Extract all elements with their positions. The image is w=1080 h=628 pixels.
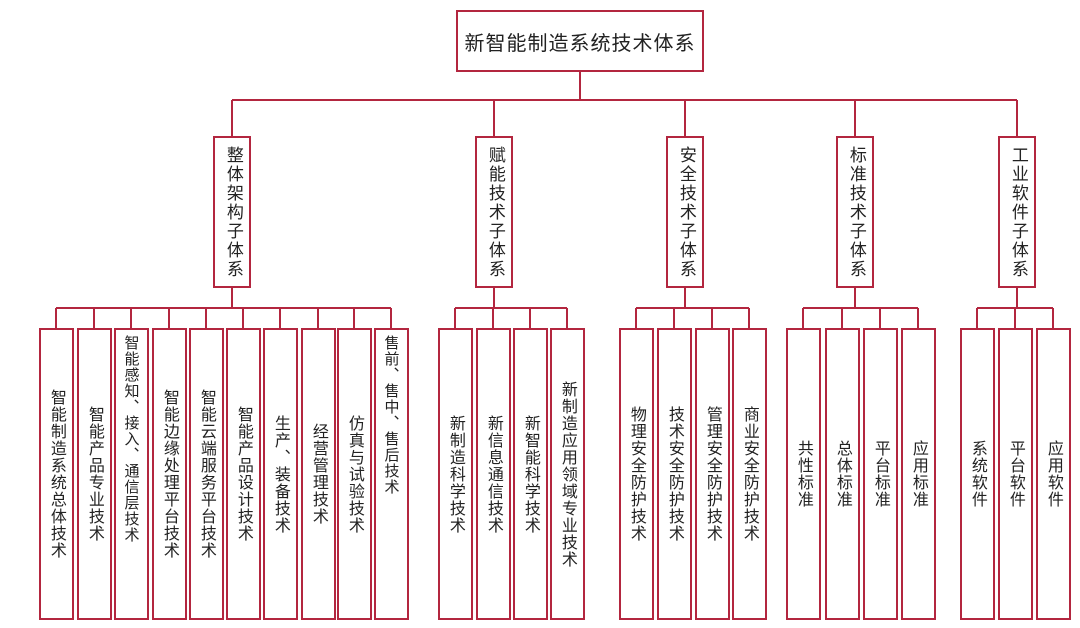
leaf-node: 系统软件 <box>960 328 995 620</box>
leaf-label: 新信息通信技术 <box>484 414 504 534</box>
category-node: 赋能技术子体系 <box>475 136 513 288</box>
category-label: 安全技术子体系 <box>675 145 696 279</box>
leaf-node: 经营管理技术 <box>301 328 336 620</box>
leaf-node: 智能产品设计技术 <box>226 328 261 620</box>
leaf-label: 平台标准 <box>871 440 891 508</box>
leaf-label: 应用标准 <box>909 440 929 508</box>
leaf-label: 平台软件 <box>1006 440 1026 508</box>
leaf-node: 平台标准 <box>863 328 898 620</box>
leaf-node: 平台软件 <box>998 328 1033 620</box>
category-node: 整体架构子体系 <box>213 136 251 288</box>
leaf-label: 新智能科学技术 <box>521 414 541 534</box>
leaf-label: 智能边缘处理平台技术 <box>160 389 180 559</box>
leaf-node: 商业安全防护技术 <box>732 328 767 620</box>
leaf-node: 管理安全防护技术 <box>695 328 730 620</box>
leaf-node: 总体标准 <box>825 328 860 620</box>
leaf-label: 管理安全防护技术 <box>703 406 723 542</box>
leaf-label: 系统软件 <box>968 440 988 508</box>
root-node: 新智能制造系统技术体系 <box>456 10 704 72</box>
leaf-label: 总体标准 <box>833 440 853 508</box>
leaf-node: 智能产品专业技术 <box>77 328 112 620</box>
leaf-node: 仿真与试验技术 <box>337 328 372 620</box>
leaf-node: 应用标准 <box>901 328 936 620</box>
leaf-node: 售前、售中、售后技术 <box>374 328 409 620</box>
leaf-node: 新智能科学技术 <box>513 328 548 620</box>
leaf-label: 智能制造系统总体技术 <box>47 389 67 559</box>
leaf-label: 智能产品设计技术 <box>234 406 254 542</box>
leaf-node: 新制造科学技术 <box>438 328 473 620</box>
leaf-node: 新制造应用领域专业技术 <box>550 328 585 620</box>
root-label: 新智能制造系统技术体系 <box>464 30 696 55</box>
leaf-label: 仿真与试验技术 <box>345 414 365 534</box>
leaf-node: 共性标准 <box>786 328 821 620</box>
leaf-label: 智能感知、接入、通信层技术 <box>122 335 141 543</box>
leaf-label: 应用软件 <box>1044 440 1064 508</box>
leaf-label: 智能云端服务平台技术 <box>197 389 217 559</box>
category-label: 工业软件子体系 <box>1007 145 1028 279</box>
leaf-label: 售前、售中、售后技术 <box>382 335 401 495</box>
leaf-label: 智能产品专业技术 <box>85 406 105 542</box>
category-label: 整体架构子体系 <box>222 145 243 279</box>
leaf-node: 应用软件 <box>1036 328 1071 620</box>
category-node: 标准技术子体系 <box>836 136 874 288</box>
leaf-node: 技术安全防护技术 <box>657 328 692 620</box>
leaf-node: 智能制造系统总体技术 <box>39 328 74 620</box>
leaf-label: 技术安全防护技术 <box>665 406 685 542</box>
leaf-node: 物理安全防护技术 <box>619 328 654 620</box>
leaf-label: 商业安全防护技术 <box>740 406 760 542</box>
category-label: 标准技术子体系 <box>845 145 866 279</box>
leaf-label: 共性标准 <box>794 440 814 508</box>
leaf-label: 新制造科学技术 <box>446 414 466 534</box>
leaf-node: 智能边缘处理平台技术 <box>152 328 187 620</box>
leaf-label: 经营管理技术 <box>309 423 329 525</box>
leaf-label: 生产、装备技术 <box>271 414 291 534</box>
category-node: 工业软件子体系 <box>998 136 1036 288</box>
leaf-label: 物理安全防护技术 <box>627 406 647 542</box>
category-node: 安全技术子体系 <box>666 136 704 288</box>
category-label: 赋能技术子体系 <box>484 145 505 279</box>
leaf-node: 智能云端服务平台技术 <box>189 328 224 620</box>
leaf-node: 智能感知、接入、通信层技术 <box>114 328 149 620</box>
leaf-node: 生产、装备技术 <box>263 328 298 620</box>
leaf-label: 新制造应用领域专业技术 <box>558 380 578 568</box>
leaf-node: 新信息通信技术 <box>476 328 511 620</box>
